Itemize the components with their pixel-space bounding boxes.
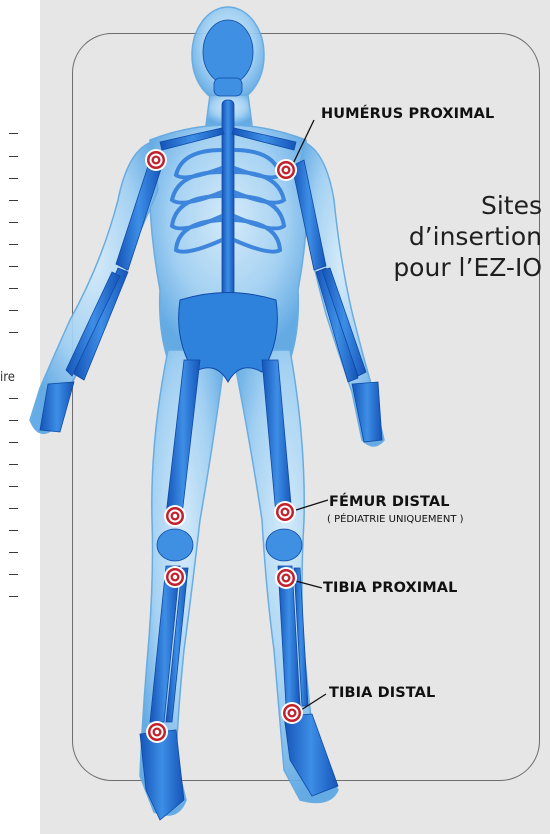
label-tibia-proximal: TIBIA PROXIMAL — [323, 580, 457, 596]
diagram-title: Sites d’insertion pour l’EZ-IO — [393, 190, 542, 283]
target-tibia-proximal-right — [164, 566, 186, 588]
label-femur-distal: FÉMUR DISTAL — [329, 494, 450, 510]
label-humerus-proximal: HUMÉRUS PROXIMAL — [321, 106, 494, 122]
label-femur-distal-note: ( PÉDIATRIE UNIQUEMENT ) — [327, 514, 464, 525]
target-tibia-distal-left — [281, 702, 303, 724]
target-femur-right — [164, 505, 186, 527]
title-line-1: Sites — [393, 190, 542, 221]
target-tibia-distal-right — [146, 721, 168, 743]
target-femur-left — [274, 501, 296, 523]
target-tibia-proximal-left — [275, 567, 297, 589]
target-humerus-left — [275, 159, 297, 181]
target-humerus-right — [145, 149, 167, 171]
title-line-2: d’insertion — [393, 221, 542, 252]
title-line-3: pour l’EZ-IO — [393, 252, 542, 283]
label-tibia-distal: TIBIA DISTAL — [329, 685, 435, 701]
